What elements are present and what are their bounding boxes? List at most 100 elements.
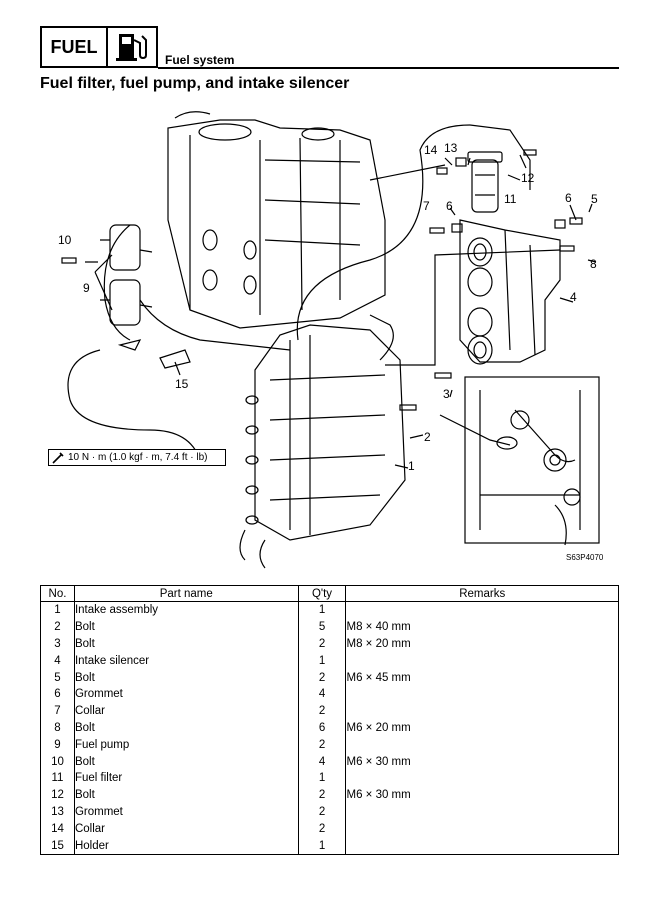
callout-5: 5	[591, 192, 598, 206]
cell-part-name: Bolt	[73, 786, 299, 804]
detail-inset	[464, 376, 600, 544]
fuel-pump-lower	[109, 279, 141, 326]
cell-remarks: M6 × 30 mm	[345, 753, 619, 770]
callout-3: 3	[443, 387, 450, 401]
cell-part-name: Fuel pump	[73, 736, 299, 754]
section-name: Fuel system	[165, 53, 235, 67]
cell-part-name: Bolt	[73, 753, 299, 770]
cell-qty: 1	[297, 769, 347, 787]
column-header-remarks: Remarks	[345, 585, 619, 602]
callout-13: 13	[444, 141, 458, 155]
cell-no: 6	[40, 685, 75, 703]
table-header-row: No. Part name Q'ty Remarks	[40, 585, 619, 602]
callout-8: 8	[590, 257, 597, 271]
cell-remarks: M6 × 30 mm	[345, 786, 619, 804]
torque-spec-text: 10 N · m (1.0 kgf · m, 7.4 ft · lb)	[68, 452, 208, 463]
cell-part-name: Bolt	[73, 635, 299, 653]
cell-remarks: M8 × 20 mm	[345, 635, 619, 653]
callout-9: 9	[83, 281, 90, 295]
fuel-filter	[471, 159, 499, 213]
callout-6: 6	[565, 191, 572, 205]
cell-qty: 1	[297, 652, 347, 670]
callout-11: 11	[504, 192, 517, 206]
callout-7: 7	[423, 199, 430, 213]
cell-no: 5	[40, 669, 75, 686]
cell-remarks	[345, 652, 619, 670]
intake-assembly	[254, 324, 406, 541]
cell-remarks	[345, 820, 619, 838]
cell-no: 7	[40, 702, 75, 720]
figure-code: S63P4070	[566, 553, 604, 562]
cell-remarks	[345, 736, 619, 754]
callout-14: 14	[424, 143, 438, 157]
cell-no: 9	[40, 736, 75, 754]
column-header-no: No.	[40, 585, 75, 602]
page-title: Fuel filter, fuel pump, and intake silen…	[40, 75, 350, 92]
fuel-hose	[296, 124, 471, 341]
exploded-parts-diagram: 1 2 3 4 5 6 7 8 9 10 11 12 13 14 15 6	[58, 111, 600, 569]
cell-remarks: M6 × 20 mm	[345, 719, 619, 737]
engine-block	[167, 119, 386, 329]
cell-remarks	[345, 702, 619, 720]
section-label: FUEL	[42, 28, 108, 66]
cell-qty: 2	[297, 820, 347, 838]
cell-qty: 2	[297, 736, 347, 754]
cell-no: 10	[40, 753, 75, 770]
cell-remarks: M6 × 45 mm	[345, 669, 619, 686]
cell-no: 12	[40, 786, 75, 804]
intake-silencer	[459, 219, 561, 363]
cell-part-name: Bolt	[73, 669, 299, 686]
cell-qty: 1	[297, 601, 347, 619]
cell-part-name: Collar	[73, 820, 299, 838]
column-header-qty: Q'ty	[297, 585, 347, 602]
callout-2: 2	[424, 430, 431, 444]
cell-part-name: Bolt	[73, 618, 299, 636]
cell-remarks	[345, 601, 619, 619]
callout-6-second: 6	[446, 199, 453, 213]
cell-no: 15	[40, 837, 75, 855]
cell-qty: 2	[297, 635, 347, 653]
cell-part-name: Holder	[73, 837, 299, 855]
column-header-part-name: Part name	[73, 585, 299, 602]
cell-remarks	[345, 837, 619, 855]
cell-part-name: Fuel filter	[73, 769, 299, 787]
holder	[159, 349, 191, 369]
cell-remarks	[345, 803, 619, 821]
cell-no: 8	[40, 719, 75, 737]
header-divider	[158, 67, 619, 69]
cell-qty: 2	[297, 786, 347, 804]
cell-no: 14	[40, 820, 75, 838]
cell-no: 2	[40, 618, 75, 636]
cell-part-name: Grommet	[73, 685, 299, 703]
callout-12: 12	[521, 171, 535, 185]
cell-qty: 6	[297, 719, 347, 737]
cell-qty: 4	[297, 753, 347, 770]
cell-part-name: Bolt	[73, 719, 299, 737]
cell-qty: 2	[297, 702, 347, 720]
fuel-pump-icon	[108, 28, 156, 66]
cell-part-name: Collar	[73, 702, 299, 720]
fuel-pump-upper	[109, 224, 141, 271]
cell-qty: 4	[297, 685, 347, 703]
cell-remarks	[345, 769, 619, 787]
cell-part-name: Intake silencer	[73, 652, 299, 670]
cell-part-name: Intake assembly	[73, 601, 299, 619]
cell-qty: 2	[297, 803, 347, 821]
callout-4: 4	[570, 290, 577, 304]
callout-15: 15	[175, 377, 189, 391]
